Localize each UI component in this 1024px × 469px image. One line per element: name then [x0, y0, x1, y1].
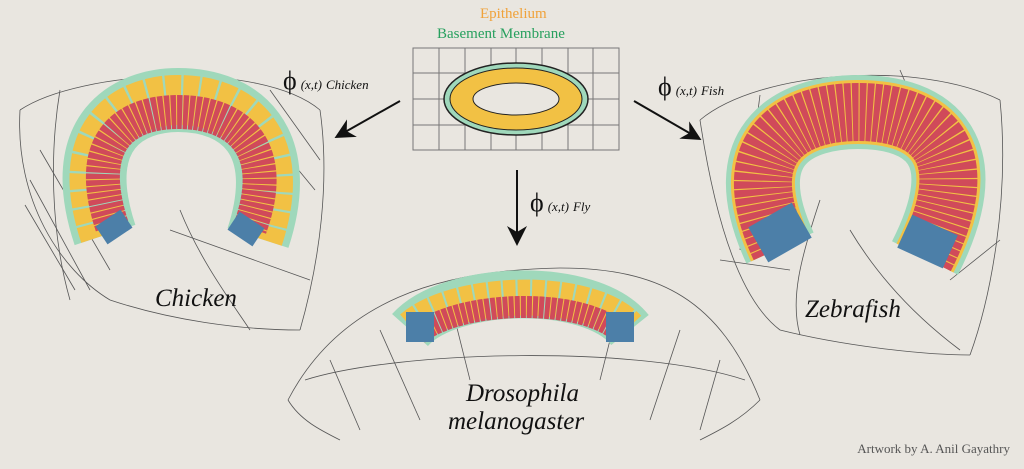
- map-args: (x,t): [547, 199, 569, 214]
- label-chicken: Chicken: [155, 285, 237, 312]
- map-target: Fish: [700, 83, 725, 98]
- arrow-chicken: [334, 100, 401, 138]
- zebrafish-tissue: [725, 74, 986, 275]
- map-label-fish: ϕ (x,t) Fish: [658, 74, 724, 100]
- map-args: (x,t): [300, 77, 322, 92]
- label-zebrafish: Zebrafish: [805, 296, 901, 323]
- legend-epithelium: Epithelium: [480, 6, 547, 22]
- map-target: Fly: [572, 199, 591, 214]
- drosophila-grid: [287, 267, 761, 441]
- label-melanogaster: melanogaster: [448, 408, 585, 435]
- map-label-chicken: ϕ (x,t) Chicken: [283, 68, 369, 94]
- map-args: (x,t): [675, 83, 697, 98]
- phi-symbol: ϕ: [658, 72, 672, 101]
- label-drosophila: Drosophila: [466, 380, 579, 407]
- arrow-fish: [633, 100, 702, 141]
- map-label-fly: ϕ (x,t) Fly: [530, 190, 590, 216]
- chicken-tissue: [62, 67, 300, 248]
- legend-basement-membrane: Basement Membrane: [437, 26, 565, 42]
- drosophila-tissue: [392, 270, 649, 348]
- artwork-credit: Artwork by A. Anil Gayathry: [857, 441, 1010, 456]
- reference-ring: [443, 62, 589, 136]
- phi-symbol: ϕ: [283, 66, 297, 95]
- phi-symbol: ϕ: [530, 188, 544, 217]
- map-target: Chicken: [325, 77, 369, 92]
